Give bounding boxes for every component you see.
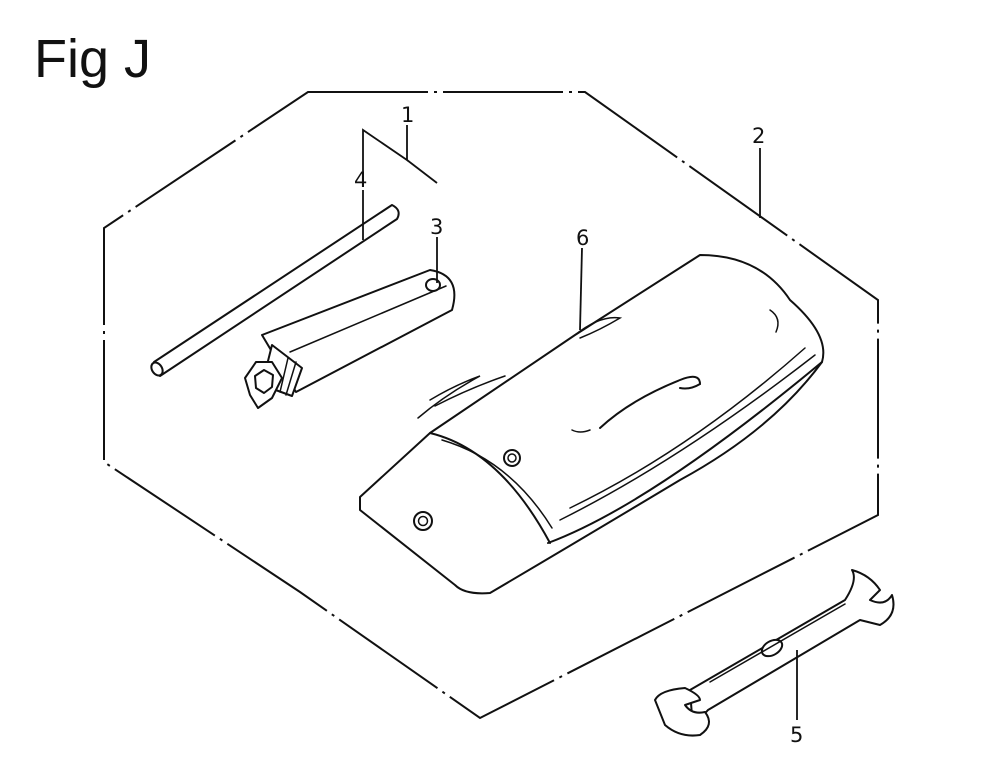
callout-4: 4 — [354, 168, 367, 192]
callout-2: 2 — [752, 124, 765, 148]
callout-3: 3 — [430, 215, 443, 239]
callout-5: 5 — [790, 723, 803, 747]
callout-6: 6 — [576, 226, 589, 250]
callout-1: 1 — [401, 103, 414, 127]
leader-lines — [362, 125, 798, 720]
tool-bag — [359, 254, 825, 595]
spanner — [654, 569, 895, 737]
assembly-outline — [103, 91, 879, 720]
tommy-bar — [150, 204, 400, 377]
plug-wrench — [244, 269, 456, 409]
figure-title: Fig J — [34, 29, 152, 89]
